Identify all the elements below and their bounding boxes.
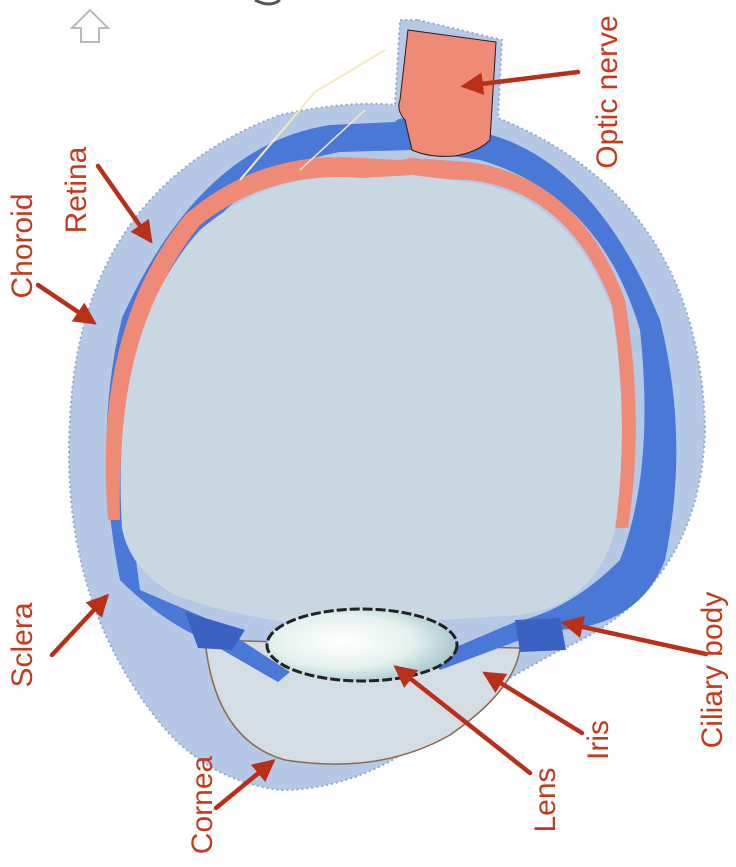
edge-scribble (255, 0, 280, 4)
arrow-choroid (38, 285, 93, 322)
ciliary-body-right (515, 618, 566, 652)
optic-nerve (399, 30, 496, 156)
label-lens: Lens (529, 767, 562, 832)
label-cornea: Cornea (186, 755, 219, 854)
lens (267, 609, 457, 681)
label-sclera: Sclera (6, 602, 39, 687)
vitreous-body (121, 175, 622, 631)
label-iris: Iris (582, 720, 615, 760)
arrow-icon (72, 10, 108, 42)
label-ciliary-body: Ciliary body (696, 592, 729, 749)
arrow-iris (486, 674, 582, 733)
label-optic-nerve: Optic nerve (591, 15, 624, 168)
label-choroid: Choroid (6, 193, 39, 298)
arrow-ciliary-body (565, 623, 706, 654)
label-retina: Retina (60, 146, 93, 233)
arrow-sclera (52, 597, 106, 655)
arrow-retina (98, 166, 150, 240)
